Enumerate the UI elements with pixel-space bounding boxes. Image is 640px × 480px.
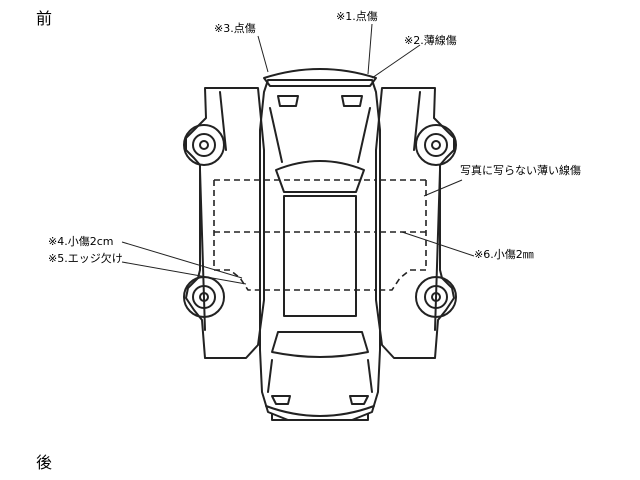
right-door-dashed — [376, 179, 427, 291]
left-door-dashed — [213, 179, 264, 291]
wheel-front-right — [415, 124, 457, 166]
roof — [283, 195, 357, 317]
front-label: 前 — [36, 9, 53, 28]
taillight-right — [349, 395, 369, 405]
annotation-note-5: ※5.エッジ欠け — [48, 252, 123, 265]
hood-line-right — [357, 107, 371, 163]
leader-note-7 — [423, 179, 463, 197]
leader-note-4 — [121, 241, 243, 279]
rear-bumper — [265, 405, 375, 417]
rear-bumper-lower — [271, 413, 369, 421]
left-sill — [199, 169, 206, 331]
car-body-outline — [259, 79, 381, 421]
annotation-note-1: ※1.点傷 — [336, 10, 378, 23]
front-spoiler — [263, 68, 377, 87]
right-sill — [434, 169, 441, 331]
wheel-rear-right — [415, 276, 457, 318]
rear-label: 後 — [36, 453, 53, 472]
leader-note-5 — [121, 261, 247, 285]
rear-window — [271, 331, 369, 358]
annotation-note-3: ※3.点傷 — [214, 22, 256, 35]
trunk-line-right — [367, 359, 373, 393]
right-side-panel — [375, 87, 455, 359]
trunk-line-left — [267, 359, 273, 393]
hood-line-left — [269, 107, 283, 163]
leader-note-2 — [371, 44, 421, 79]
annotation-note-4: ※4.小傷2cm — [48, 235, 114, 248]
leader-note-1 — [367, 23, 373, 75]
left-door-line — [219, 91, 227, 151]
wheel-front-left — [183, 124, 225, 166]
leader-note-6 — [401, 231, 475, 257]
annotation-note-6: ※6.小傷2㎜ — [474, 248, 534, 261]
roof-dashed-lines — [264, 179, 376, 291]
annotation-note-2: ※2.薄線傷 — [404, 34, 457, 47]
headlight-right — [341, 95, 363, 107]
right-door-line — [413, 91, 421, 151]
windshield — [275, 160, 365, 193]
left-side-panel — [185, 87, 265, 359]
taillight-left — [271, 395, 291, 405]
annotation-note-7: 写真に写らない薄い線傷 — [460, 164, 581, 177]
headlight-left — [277, 95, 299, 107]
leader-note-3 — [257, 35, 269, 73]
